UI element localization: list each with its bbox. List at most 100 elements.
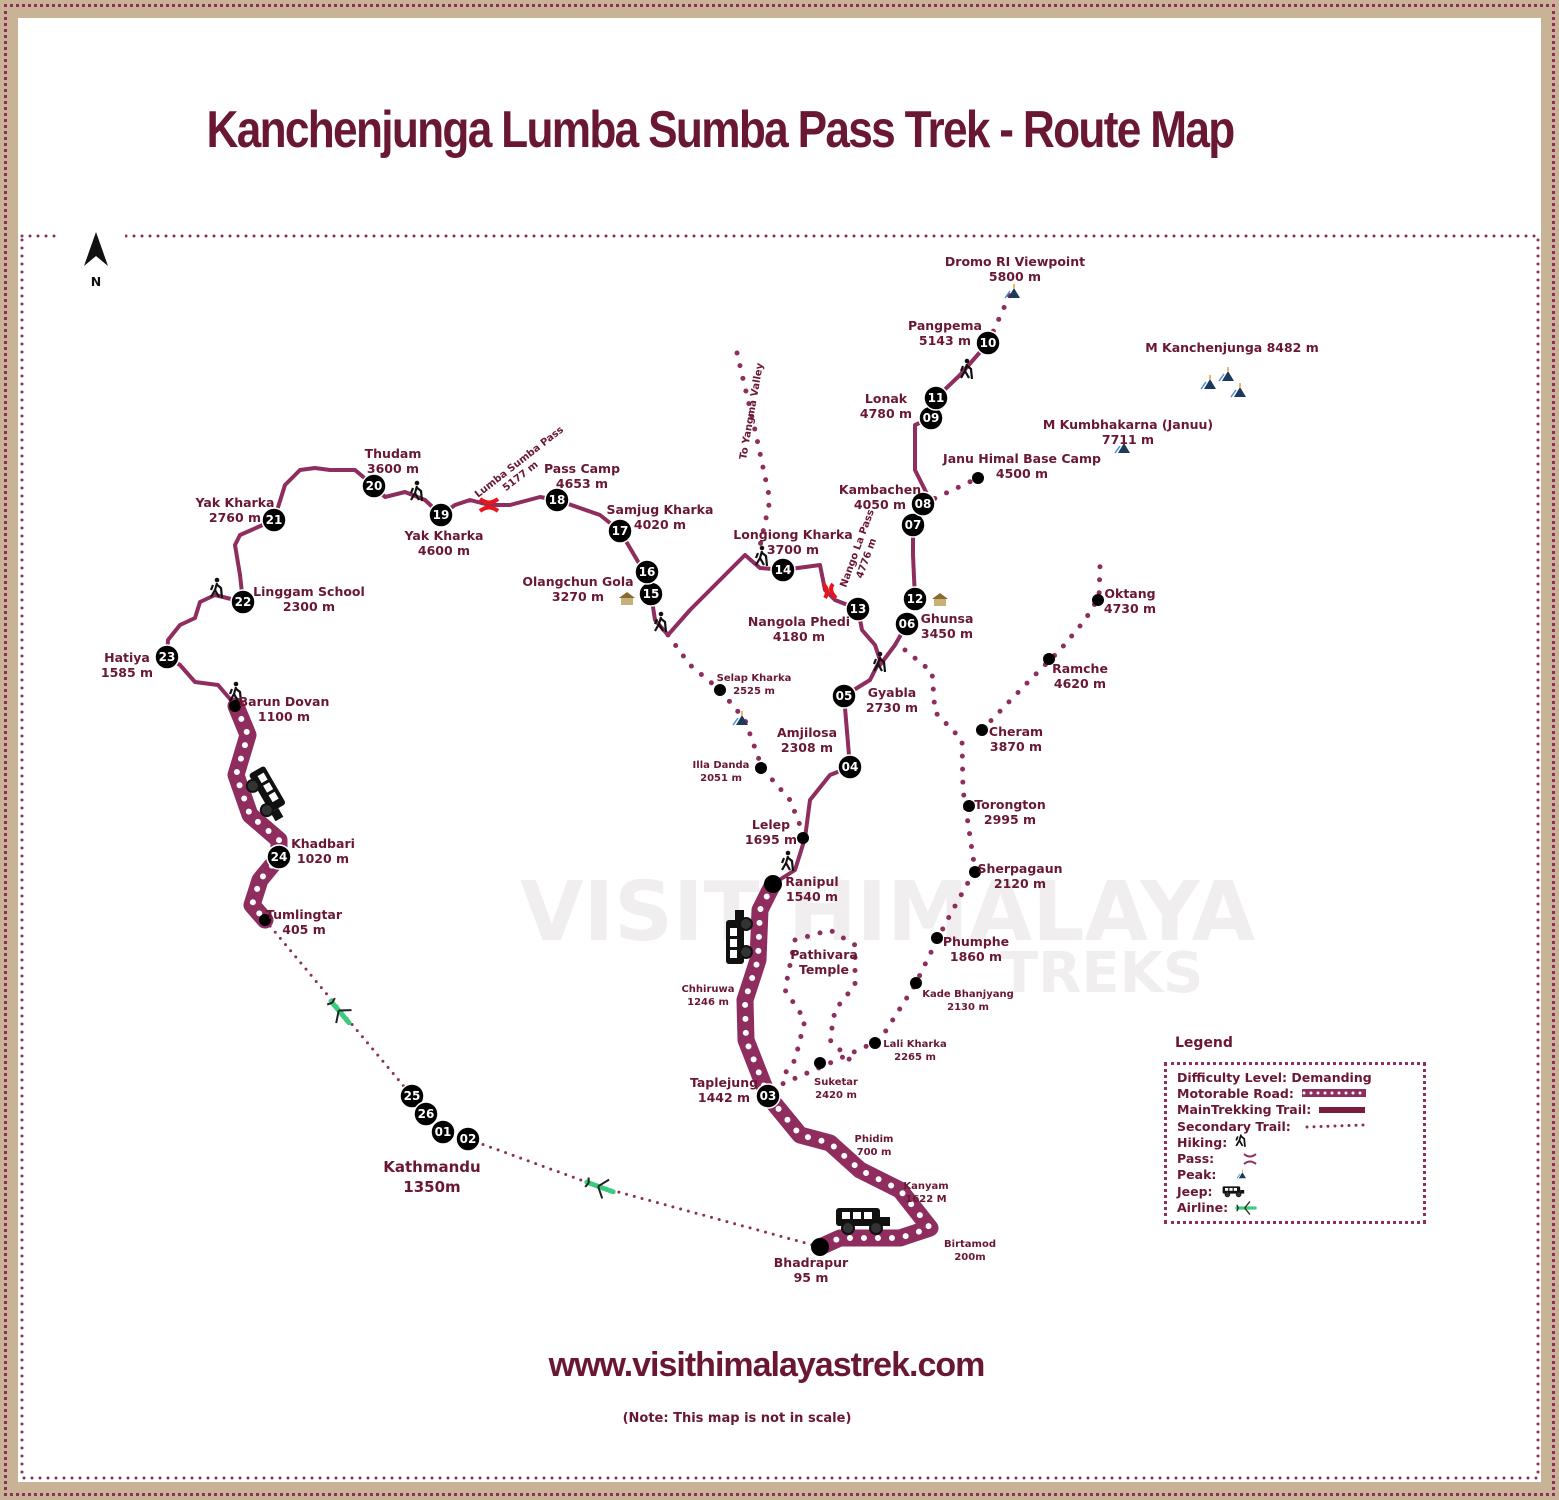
place-label-lali-kharka: Lali Kharka [883,1039,946,1050]
place-label-pathivara-elevation: Temple [799,962,849,977]
place-label-pass-camp: Pass Camp [544,461,620,476]
place-label-oktang-elevation: 4730 m [1104,601,1156,616]
place-label-pangpema: Pangpema [908,318,982,333]
stop-number: 06 [899,617,916,631]
stop-number: 21 [266,513,283,527]
website-link[interactable]: www.visithimalayastrek.com [548,1346,986,1384]
stop-marker: 22 [230,589,256,615]
airplane-icon [583,1173,616,1201]
place-label-bhadrapur-elevation: 95 m [794,1270,829,1285]
stop-marker: 14 [770,557,796,583]
hiker-icon [872,650,887,674]
stop-number: 04 [842,760,859,774]
place-label-janu-bc-elevation: 4500 m [996,466,1048,481]
pass-icon [821,582,838,600]
pass-label-nango-la: Nango La Pass 4776 m [838,508,879,589]
place-label-barun-dovan: Barun Dovan [239,694,330,709]
stop-number: 05 [836,689,853,703]
place-label-cheram-elevation: 3870 m [990,739,1042,754]
stop-number: 26 [418,1107,435,1121]
place-label-gyabla: Gyabla [868,685,917,700]
place-label-kathmandu-elevation: 1350m [403,1178,460,1196]
place-label-yak-kharka-low-elevation: 2760 m [209,510,261,525]
place-label-lelep: Lelep [752,817,790,832]
place-label-linggam-school: Linggam School [253,584,365,599]
place-label-yak-kharka-low: Yak Kharka [195,495,275,510]
peak-icon [1004,283,1021,299]
map-area-border [20,234,1540,1480]
stop-marker: 17 [607,518,633,544]
legend-item-hiking: Hiking: [1177,1134,1413,1150]
place-label-oktang: Oktang [1104,586,1155,601]
place-label-yak-kharka-high-elevation: 4600 m [418,543,470,558]
place-label-illa-danda: Illa Danda [693,760,750,771]
stop-marker: 25 [399,1083,425,1109]
stop-marker: 09 [918,405,944,431]
stop-number: 11 [928,391,945,405]
airplane-icon [1235,1200,1257,1215]
stop-number: 12 [907,592,924,606]
place-label-ghunsa-elevation: 3450 m [921,626,973,641]
stop-number: 17 [612,524,629,538]
place-label-selap-kharka: Selap Kharka [717,673,792,684]
legend-item-main-trail: MainTrekking Trail: [1177,1102,1413,1118]
place-label-suketar-elevation: 2420 m [815,1090,857,1101]
place-label-chhiruwa: Chhiruwa [681,984,734,995]
watermark: VISIT HIMALAYA [520,865,1256,960]
scale-note: (Note: This map is not in scale) [622,1411,852,1426]
stop-number: 18 [549,493,566,507]
place-label-longiong-kharka: Longiong Kharka [733,527,852,542]
stop-number: 10 [980,336,997,350]
place-label-kambachen-elevation: 4050 m [854,497,906,512]
place-label-longiong-kharka-elevation: 3700 m [767,542,819,557]
place-label-khadbari: Khadbari [291,836,355,851]
legend: Difficulty Level: Demanding Motorable Ro… [1164,1062,1426,1224]
hiker-icon [754,544,769,568]
stop-number: 16 [639,565,656,579]
place-label-ranipul-elevation: 1540 m [786,889,838,904]
place-label-samjug-kharka: Samjug Kharka [607,502,714,517]
hiker-icon [1235,1134,1247,1149]
secondary-trail-icon [1305,1123,1365,1129]
stop-number: 22 [235,595,252,609]
place-label-tumlingtar: Tumlingtar [266,907,343,922]
stop-marker: 01 [430,1119,456,1145]
peak-label-kanchenjunga: M Kanchenjunga 8482 m [1145,340,1318,355]
place-label-kade-bhanjyang-elevation: 2130 m [947,1002,989,1013]
place-label-linggam-school-elevation: 2300 m [283,599,335,614]
place-label-birtamod-elevation: 200m [954,1252,985,1263]
stop-marker: 07 [900,512,926,538]
place-label-pathivara: Pathivara [790,947,858,962]
legend-title: Legend [1175,1035,1233,1051]
peak-icon [1230,382,1247,398]
place-label-kanyam: Kanyam [903,1181,948,1192]
stop-marker: 06 [894,611,920,637]
place-label-selap-kharka-elevation: 2525 m [733,686,775,697]
jeep-icon [1221,1186,1245,1198]
legend-item-jeep: Jeep: [1177,1183,1413,1199]
legend-item-airline: Airline: [1177,1199,1413,1215]
stop-number: 19 [433,508,450,522]
stop-marker: 13 [845,596,871,622]
main-trail-icon [1319,1106,1366,1113]
stop-marker: 10 [975,330,1001,356]
place-label-ramche-elevation: 4620 m [1054,676,1106,691]
place-label-amjilosa-elevation: 2308 m [781,740,833,755]
place-label-gyabla-elevation: 2730 m [866,700,918,715]
place-label-yak-kharka-high: Yak Kharka [404,528,484,543]
secondary-trail [263,287,1103,1249]
stop-marker: 19 [428,502,454,528]
stop-number: 01 [435,1125,452,1139]
stop-marker: 21 [261,507,287,533]
place-label-hatiya-elevation: 1585 m [101,665,153,680]
page-title: Kanchenjunga Lumba Sumba Pass Trek - Rou… [206,101,1235,159]
monastery-icon [619,592,635,605]
stop-marker: 05 [831,683,857,709]
place-label-torongton: Torongton [974,797,1046,812]
motorable-road [227,697,939,1256]
place-label-chhiruwa-elevation: 1246 m [687,997,729,1008]
peak-icon [1236,1169,1247,1179]
place-label-illa-danda-elevation: 2051 m [700,773,742,784]
